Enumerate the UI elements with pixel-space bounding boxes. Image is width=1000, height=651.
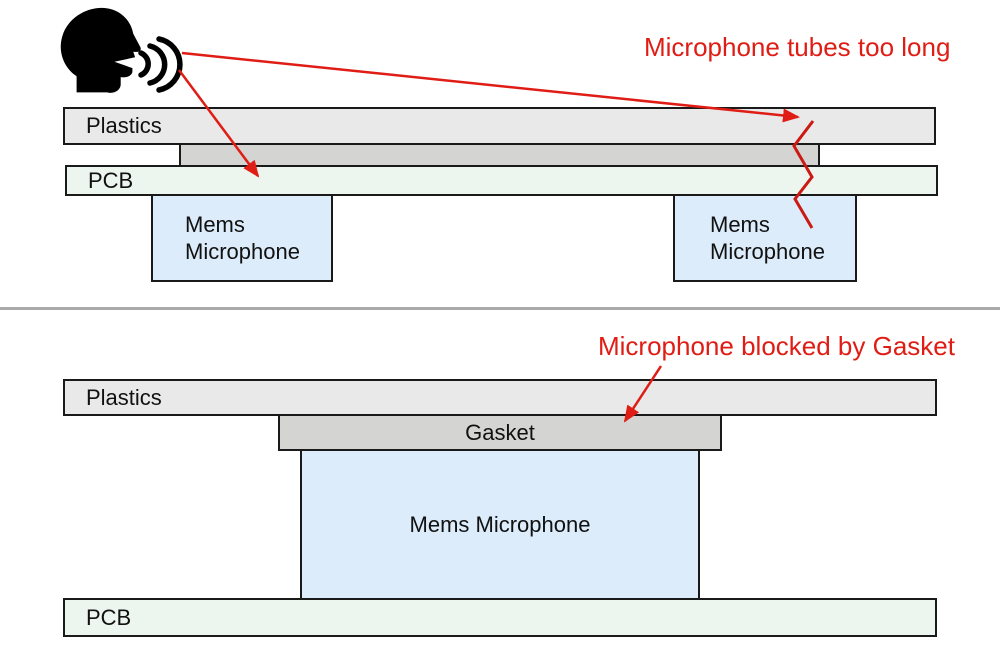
sound-waves-icon [138,36,183,93]
pcb-layer-bottom: PCB [63,598,937,637]
diagram-divider [0,307,1000,310]
pcb-label-top: PCB [88,167,134,193]
mems-microphone-left-label: Mems Microphone [185,212,300,264]
pcb-label-bottom: PCB [86,604,132,630]
plastics-label-top: Plastics [86,113,162,138]
speaking-head-icon [60,7,141,93]
mems-microphone-bottom-label: Mems Microphone [409,511,591,537]
plastics-label-bottom: Plastics [86,384,162,410]
mems-microphone-right-label: Mems Microphone [710,212,825,264]
mems-microphone-right: Mems Microphone [673,194,857,282]
tube-spacer-layer [179,143,820,167]
bottom-title: Microphone blocked by Gasket [598,331,955,361]
mems-microphone-bottom: Mems Microphone [300,449,700,600]
pcb-layer-top: PCB [65,165,938,196]
plastics-layer-top: Plastics [63,107,936,145]
mems-microphone-left: Mems Microphone [151,194,333,282]
gasket-label: Gasket [465,419,535,445]
gasket-layer: Gasket [278,414,722,451]
plastics-layer-bottom: Plastics [63,379,937,416]
top-title: Microphone tubes too long [644,32,951,62]
